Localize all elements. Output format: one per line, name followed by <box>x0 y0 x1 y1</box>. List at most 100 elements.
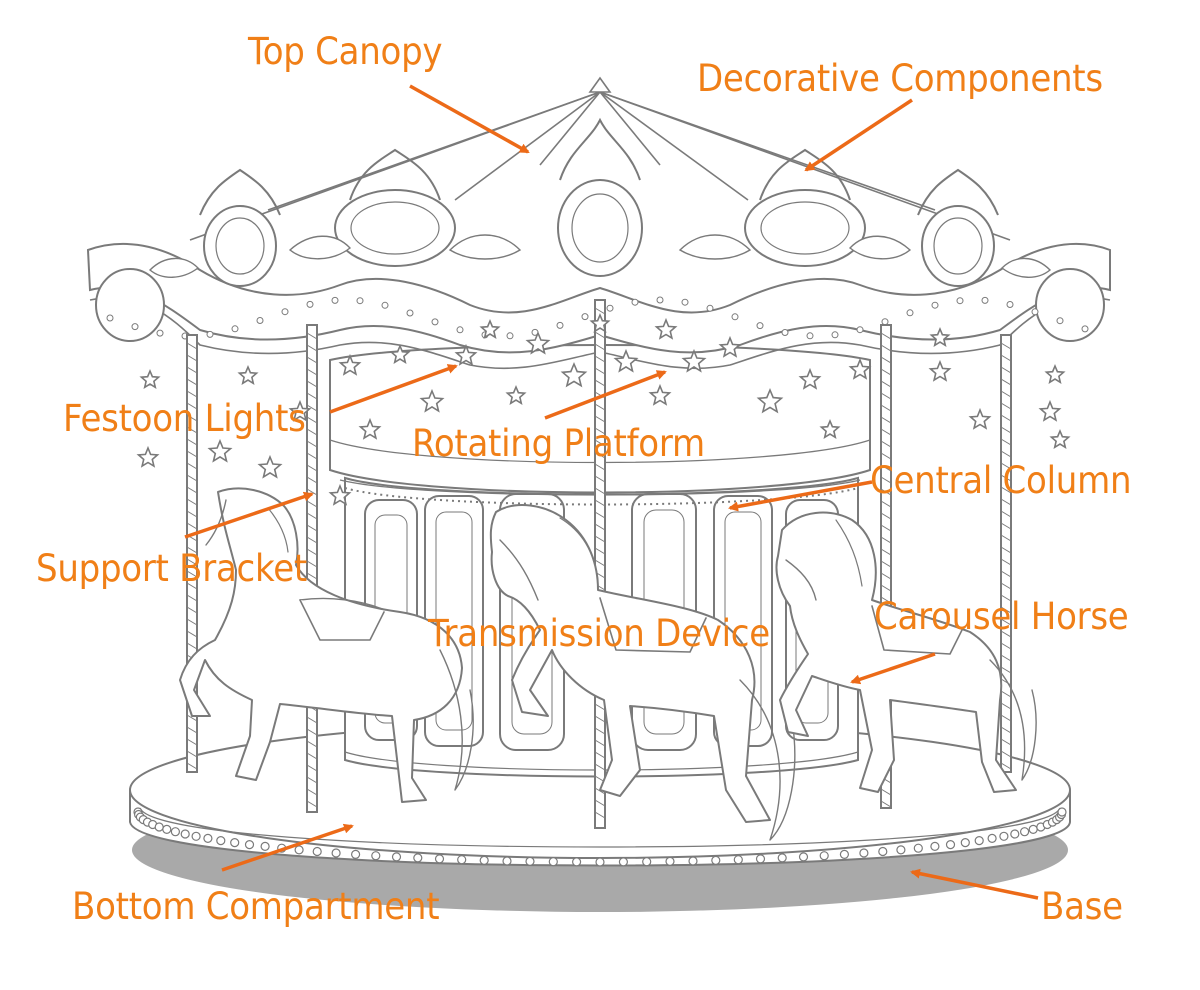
bead <box>931 301 939 309</box>
bead <box>681 298 689 306</box>
rivet <box>413 853 423 863</box>
pole-twist <box>594 463 606 471</box>
pole <box>594 299 606 829</box>
poles-drawing <box>186 299 1012 829</box>
arrow-carousel-horse <box>850 652 936 685</box>
pole-twist <box>306 500 318 508</box>
rivet <box>999 831 1009 841</box>
pole-twist <box>880 548 892 556</box>
bead <box>281 308 289 316</box>
arrow-rotating-platform <box>544 370 667 420</box>
pole-twist <box>306 416 318 424</box>
arrow-festoon-lights <box>329 364 458 414</box>
pole-twist <box>186 354 198 362</box>
pole-twist <box>186 570 198 578</box>
pole-twist <box>594 511 606 519</box>
pole-twist <box>186 738 198 746</box>
pole-twist <box>594 379 606 387</box>
pole-twist <box>1000 390 1012 398</box>
star-light <box>560 361 588 388</box>
rivet <box>819 851 829 861</box>
pole-twist <box>1000 618 1012 626</box>
rivet <box>777 853 787 863</box>
pole-twist <box>880 392 892 400</box>
pole-twist <box>880 344 892 352</box>
pole-twist <box>306 380 318 388</box>
rivet <box>244 839 255 850</box>
bead <box>831 331 839 339</box>
pole-twist <box>186 390 198 398</box>
pole-twist <box>186 618 198 626</box>
pole <box>1000 334 1012 773</box>
label-festoon-lights: Festoon Lights <box>63 397 306 440</box>
rivet <box>595 857 605 867</box>
pole-twist <box>186 606 198 614</box>
pole-twist <box>594 799 606 807</box>
pole-twist <box>594 535 606 543</box>
star-light <box>136 445 160 468</box>
pole-twist <box>880 560 892 568</box>
pole-twist <box>880 536 892 544</box>
pole-twist <box>594 439 606 447</box>
pole-twist <box>880 596 892 604</box>
bead <box>356 297 364 305</box>
star-light <box>454 343 478 366</box>
pole-twist <box>1000 750 1012 758</box>
pole-twist <box>594 715 606 723</box>
rivet <box>1028 824 1038 835</box>
pole-twist <box>186 510 198 518</box>
pole-twist <box>880 452 892 460</box>
pole-twist <box>1000 462 1012 470</box>
pole-twist <box>1000 582 1012 590</box>
rivet <box>525 856 535 867</box>
rivet <box>312 846 322 857</box>
pole-twist <box>594 559 606 567</box>
star-light <box>139 368 161 389</box>
pole-twist <box>594 499 606 507</box>
bead <box>881 318 889 326</box>
pole-twist <box>880 584 892 592</box>
pole-twist <box>594 547 606 555</box>
pole-twist <box>186 474 198 482</box>
bead <box>406 309 414 317</box>
pole-twist <box>594 763 606 771</box>
rivet <box>755 854 766 864</box>
arrow-decorative-components <box>804 98 913 172</box>
pole-twist <box>1000 378 1012 386</box>
star-light <box>288 399 312 422</box>
pole-twist <box>1000 738 1012 746</box>
pole-twist <box>186 498 198 506</box>
pole-twist <box>1000 486 1012 494</box>
pole-twist <box>594 523 606 531</box>
label-decorative-components: Decorative Components <box>697 57 1103 100</box>
star-light <box>648 383 672 406</box>
rivet <box>170 827 180 837</box>
pole-twist <box>186 402 198 410</box>
rivet <box>391 852 402 862</box>
pole-twist <box>1000 438 1012 446</box>
pole-twist <box>1000 414 1012 422</box>
bead <box>556 321 564 329</box>
pole-twist <box>1000 714 1012 722</box>
pole-twist <box>880 524 892 532</box>
pole-twist <box>1000 510 1012 518</box>
pole-twist <box>306 800 318 808</box>
horses-drawing <box>179 487 1037 841</box>
rivet <box>878 846 888 857</box>
pole-twist <box>306 428 318 436</box>
rivet <box>987 833 997 844</box>
pole-twist <box>186 414 198 422</box>
bead <box>631 298 639 306</box>
label-support-bracket: Support Bracket <box>36 547 307 590</box>
label-top-canopy: Top Canopy <box>248 30 443 73</box>
left-horse <box>179 487 474 803</box>
rivet <box>180 829 190 839</box>
pole-twist <box>880 380 892 388</box>
rivet <box>434 854 445 864</box>
pole-twist <box>1000 678 1012 686</box>
pole-twist <box>880 800 892 808</box>
label-transmission-device: Transmission Device <box>428 612 770 655</box>
pole-twist <box>306 752 318 760</box>
rivet <box>260 841 270 852</box>
